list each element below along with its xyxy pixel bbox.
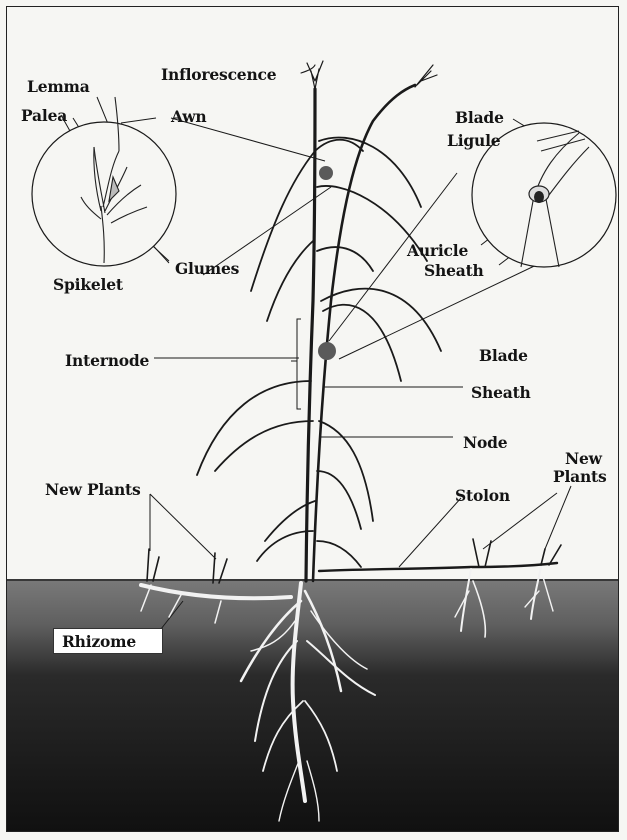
- label-stolon: Stolon: [455, 488, 510, 504]
- label-lemma: Lemma: [27, 79, 90, 95]
- label-blade: Blade: [479, 348, 528, 364]
- node-dot-top: [319, 166, 333, 180]
- label-new-plants-right-1: New: [565, 451, 602, 467]
- label-new-plants-left: New Plants: [45, 482, 141, 498]
- soil: [7, 579, 619, 832]
- label-awn: Awn: [171, 109, 206, 125]
- label-rhizome: Rhizome: [62, 634, 136, 650]
- label-new-plants-right-2: Plants: [553, 469, 607, 485]
- label-blade-top: Blade: [455, 110, 504, 126]
- label-spikelet: Spikelet: [53, 277, 123, 293]
- label-glumes: Glumes: [175, 261, 239, 277]
- label-sheath-top: Sheath: [424, 263, 484, 279]
- label-auricle: Auricle: [407, 243, 468, 259]
- diagram-frame: Lemma Palea Awn Inflorescence Blade Ligu…: [6, 6, 619, 832]
- label-node: Node: [463, 435, 507, 451]
- label-palea: Palea: [21, 108, 67, 124]
- node-dot-mid: [318, 342, 336, 360]
- label-inflorescence: Inflorescence: [161, 67, 276, 83]
- label-ligule: Ligule: [447, 133, 500, 149]
- label-internode: Internode: [65, 353, 149, 369]
- rhizome-label-box: Rhizome: [53, 628, 163, 654]
- label-sheath: Sheath: [471, 385, 531, 401]
- grass-plant-diagram: [7, 7, 619, 832]
